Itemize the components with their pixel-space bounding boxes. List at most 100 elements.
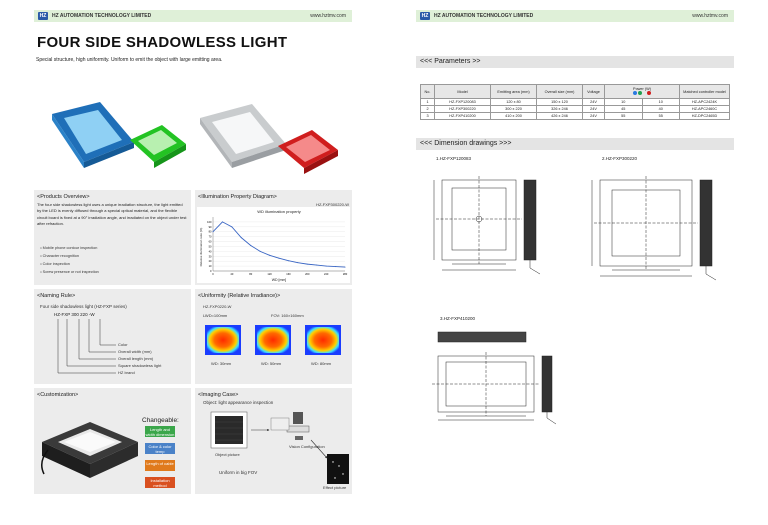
chart-point: [297, 262, 299, 264]
illumination-diagram-panel: <Illumination Property Diagram> HZ-FXP30…: [195, 190, 352, 285]
y-tick-label: 100: [207, 220, 212, 224]
table-cell: 326 x 246: [536, 105, 583, 113]
col-header: Emitting area (mm): [490, 84, 537, 99]
chart-point: [316, 264, 318, 266]
chart-point: [335, 266, 337, 268]
y-tick-label: 50: [209, 244, 212, 248]
chart-point: [306, 263, 308, 265]
col-header: Voltage: [582, 84, 605, 99]
table-cell: 40: [641, 105, 680, 113]
uniformity-heading: <Uniformity (Relative Irradiance)>: [198, 293, 281, 299]
list-item: Color inspection: [40, 260, 99, 268]
illumination-chart: WD illumination property WD [mm] Relativ…: [197, 207, 350, 283]
parameters-table: No. Model Emitting area (mm) Overall siz…: [420, 84, 730, 120]
wd-label: WD: 30mm: [211, 361, 231, 366]
chart-point: [221, 221, 223, 223]
col-header: Model: [434, 84, 491, 99]
page-title: FOUR SIDE SHADOWLESS LIGHT: [37, 34, 288, 51]
list-item: Screw presence or not inspection: [40, 268, 99, 276]
option-chip: Color & color temp: [145, 443, 175, 454]
table-cell: 55: [641, 112, 680, 120]
y-tick-label: 90: [209, 225, 212, 229]
y-tick-label: 80: [209, 230, 212, 234]
changeable-title: Changeable:: [142, 417, 179, 424]
left-page: HZ HZ AUTOMATION TECHNOLOGY LIMITED www.…: [34, 10, 352, 494]
overview-heading: <Products Overview>: [37, 194, 90, 200]
naming-heading: <Naming Rule>: [37, 293, 76, 299]
y-tick-label: 10: [209, 264, 212, 268]
website-link[interactable]: www.hztmv.com: [310, 13, 346, 19]
blue-dot-icon: [632, 91, 637, 95]
table-cell: HZ-APC2460C: [679, 105, 730, 113]
x-tick-label: 240: [324, 272, 329, 276]
chart-title: WD illumination property: [257, 209, 301, 214]
naming-code: HZ-FXP 300 220 -W: [54, 312, 95, 317]
page-header: HZ HZ AUTOMATION TECHNOLOGY LIMITED www.…: [416, 10, 734, 22]
y-tick-label: 40: [209, 249, 212, 253]
table-header-row: No. Model Emitting area (mm) Overall siz…: [420, 84, 730, 99]
option-chip: Length of cable: [145, 460, 175, 471]
dimension-heading: <<< Dimension drawings >>>: [416, 138, 734, 150]
effect-picture-label: Effect picture: [323, 485, 347, 490]
imaging-illustration: [210, 411, 349, 484]
y-tick-label: 60: [209, 240, 212, 244]
x-tick-label: 120: [267, 272, 272, 276]
company-name: HZ AUTOMATION TECHNOLOGY LIMITED: [52, 13, 152, 19]
drawing-title: 3.HZ-FXP410200: [440, 316, 476, 321]
green-light-frame: [130, 125, 186, 168]
heatmap-wd50: [255, 325, 291, 355]
table-cell: HZ-FXP300220: [434, 105, 491, 113]
heatmap-wd80: [305, 325, 341, 355]
chart-axes: [212, 217, 345, 272]
naming-part: Overall width (mm): [118, 349, 152, 354]
x-tick-label: 0: [212, 272, 214, 276]
col-header: No.: [420, 84, 435, 99]
heatmap-wd30: [205, 325, 241, 355]
red-light-frame: [278, 130, 338, 174]
chart-point: [240, 237, 242, 239]
table-cell: 150 x 120: [536, 98, 583, 106]
chart-point: [212, 231, 214, 233]
customization-panel: <Customization> Changeable: Length and w…: [34, 388, 191, 494]
x-tick-label: 40: [230, 272, 233, 276]
imaging-case-panel: <Imaging Case> Object: light appearance …: [195, 388, 352, 494]
illumination-model: HZ-FXP300220-W: [316, 202, 349, 207]
overview-text: The four side shadowless light uses a un…: [37, 202, 187, 226]
x-tick-label: 200: [305, 272, 310, 276]
chart-point: [325, 265, 327, 267]
page-header: HZ HZ AUTOMATION TECHNOLOGY LIMITED www.…: [34, 10, 352, 22]
light-product-photo: [41, 422, 138, 478]
company-name: HZ AUTOMATION TECHNOLOGY LIMITED: [434, 13, 534, 19]
table-cell: 1: [420, 98, 435, 106]
drawing-title: 1.HZ-FXP120083: [436, 156, 472, 161]
x-tick-label: 280: [343, 272, 348, 276]
y-tick-label: 0: [210, 269, 212, 273]
table-cell: 426 x 246: [536, 112, 583, 120]
uniformity-model: HZ-FXP0220-W: [203, 304, 232, 309]
imaging-subject: Object: light appearance inspection: [203, 400, 274, 405]
y-tick-label: 20: [209, 259, 212, 263]
naming-rule-panel: <Naming Rule> Four side shadowless light…: [34, 289, 191, 384]
website-link[interactable]: www.hztmv.com: [692, 13, 728, 19]
chart-point: [287, 260, 289, 262]
list-item: Mobile phone contour inspection: [40, 244, 99, 252]
red-dot-icon: [647, 91, 652, 95]
naming-intro: Four side shadowless light (HZ-FXP serie…: [40, 304, 127, 309]
chart-point: [269, 254, 271, 256]
table-cell: 120 x 80: [490, 98, 537, 106]
naming-lines: [57, 319, 116, 374]
uniform-label: Uniform in big FOV: [219, 470, 258, 475]
table-cell: 24V: [582, 105, 605, 113]
table-cell: 410 x 200: [490, 112, 537, 120]
table-cell: HZ-FXP410200: [434, 112, 491, 120]
table-cell: 10: [604, 98, 643, 106]
chart-points: [212, 221, 346, 268]
naming-part: Color: [118, 342, 128, 347]
dimension-drawing-3: [432, 331, 557, 425]
customization-heading: <Customization>: [37, 392, 79, 398]
application-list: Mobile phone contour inspection Characte…: [40, 244, 99, 276]
naming-part: Overall length (mm): [118, 356, 154, 361]
uniformity-lwd: LWD=100mm: [203, 313, 228, 318]
